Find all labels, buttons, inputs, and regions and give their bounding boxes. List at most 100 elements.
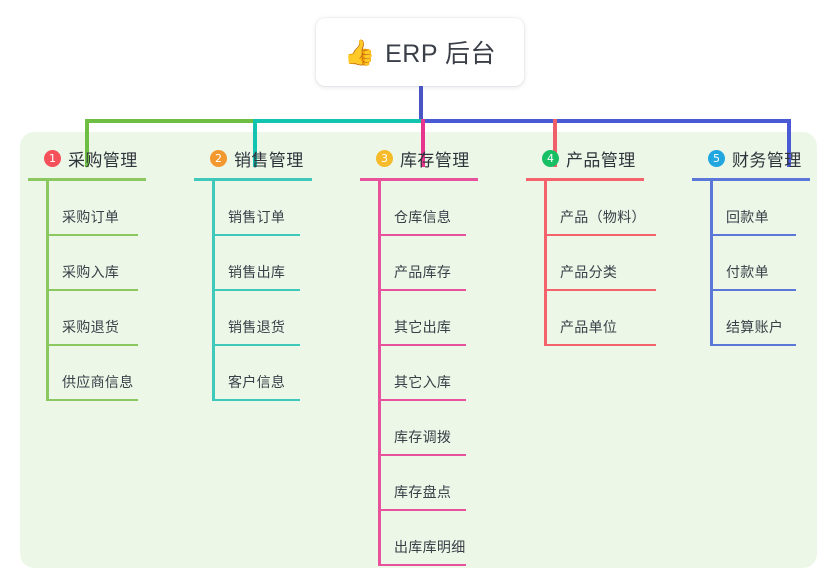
- branch-item[interactable]: 产品（物料）: [544, 181, 656, 236]
- branch-item-label: 销售订单: [228, 209, 286, 225]
- branch-item-underline: [710, 289, 796, 291]
- branch-item-underline: [212, 344, 300, 346]
- branch-item-label: 销售出库: [228, 264, 286, 280]
- branch-item-label: 采购入库: [62, 264, 120, 280]
- branch-item-label: 库存盘点: [394, 484, 452, 500]
- branch-item[interactable]: 库存盘点: [378, 456, 478, 511]
- branch-item[interactable]: 销售订单: [212, 181, 312, 236]
- branch-number-badge: 4: [542, 149, 559, 167]
- branch-item-label: 付款单: [726, 264, 769, 280]
- branch-item-label: 库存调拨: [394, 429, 452, 445]
- branch-item-underline: [212, 289, 300, 291]
- branch-items-inventory: 仓库信息产品库存其它出库其它入库库存调拨库存盘点出库库明细: [360, 181, 478, 566]
- branch-item-label: 产品单位: [560, 319, 618, 335]
- branch-item-underline: [378, 344, 466, 346]
- branch-item-underline: [46, 289, 138, 291]
- branches-panel: [20, 132, 817, 568]
- branch-item-label: 产品（物料）: [560, 209, 646, 225]
- branch-items-product: 产品（物料） 产品分类产品单位: [526, 181, 656, 346]
- branch-item[interactable]: 产品分类: [544, 236, 656, 291]
- branch-item-underline: [544, 234, 656, 236]
- branch-item-label: 销售退货: [228, 319, 286, 335]
- branch-column-sales: 2 销售管理销售订单销售出库销售退货客户信息: [194, 146, 312, 401]
- segment-green: [85, 119, 255, 123]
- branch-item[interactable]: 其它入库: [378, 346, 478, 401]
- drop-branch-3: [421, 119, 425, 167]
- branch-item[interactable]: 采购退货: [46, 291, 146, 346]
- branch-number-badge: 2: [210, 149, 227, 167]
- branch-item-label: 产品库存: [394, 264, 452, 280]
- branch-item[interactable]: 采购订单: [46, 181, 146, 236]
- branch-item-label: 产品分类: [560, 264, 618, 280]
- branch-item-underline: [378, 289, 466, 291]
- branch-header-sales[interactable]: 2 销售管理: [194, 146, 312, 170]
- root-node[interactable]: 👍 ERP 后台: [316, 18, 524, 86]
- root-title: ERP 后台: [385, 40, 497, 68]
- branch-item[interactable]: 出库库明细: [378, 511, 478, 566]
- branch-item-underline: [710, 344, 796, 346]
- branch-item[interactable]: 产品单位: [544, 291, 656, 346]
- branch-item[interactable]: 其它出库: [378, 291, 478, 346]
- branch-item[interactable]: 库存调拨: [378, 401, 478, 456]
- branch-item[interactable]: 客户信息: [212, 346, 312, 401]
- branch-item[interactable]: 采购入库: [46, 236, 146, 291]
- branch-item[interactable]: 仓库信息: [378, 181, 478, 236]
- branch-item-underline: [212, 234, 300, 236]
- branch-underline: [28, 178, 146, 181]
- drop-branch-4: [553, 119, 557, 167]
- branch-item[interactable]: 产品库存: [378, 236, 478, 291]
- branch-spine: [710, 181, 713, 346]
- branch-spine: [212, 181, 215, 401]
- branch-item[interactable]: 销售退货: [212, 291, 312, 346]
- branch-title: 财务管理: [732, 150, 802, 170]
- branch-item-underline: [378, 509, 466, 511]
- branch-item-label: 回款单: [726, 209, 769, 225]
- branch-number-badge: 3: [376, 149, 393, 167]
- branch-underline: [360, 178, 478, 181]
- branch-item-underline: [710, 234, 796, 236]
- branch-items-finance: 回款单付款单结算账户: [692, 181, 810, 346]
- branch-title: 采购管理: [68, 150, 138, 170]
- branch-item-label: 仓库信息: [394, 209, 452, 225]
- branch-item-underline: [378, 564, 466, 566]
- drop-branch-1: [85, 119, 89, 167]
- branch-item-label: 供应商信息: [62, 374, 134, 390]
- branch-item-label: 采购退货: [62, 319, 120, 335]
- branch-item-label: 其它出库: [394, 319, 452, 335]
- branch-item[interactable]: 销售出库: [212, 236, 312, 291]
- branch-item-label: 出库库明细: [394, 539, 466, 555]
- branch-title: 产品管理: [566, 150, 636, 170]
- branch-item[interactable]: 付款单: [710, 236, 810, 291]
- branch-spine: [378, 181, 381, 566]
- drop-branch-5: [787, 119, 791, 167]
- branch-item[interactable]: 供应商信息: [46, 346, 146, 401]
- branch-underline: [526, 178, 644, 181]
- branch-header-product[interactable]: 4 产品管理: [526, 146, 644, 170]
- root-stem-connector: [419, 86, 423, 122]
- branch-item-label: 客户信息: [228, 374, 286, 390]
- thumbs-up-icon: 👍: [343, 38, 376, 67]
- segment-teal: [253, 119, 423, 123]
- branch-item-underline: [212, 399, 300, 401]
- branch-item-underline: [46, 234, 138, 236]
- branch-item-label: 其它入库: [394, 374, 452, 390]
- branch-item-underline: [544, 289, 656, 291]
- branch-item[interactable]: 结算账户: [710, 291, 810, 346]
- branch-item-underline: [378, 399, 466, 401]
- branch-item-label: 结算账户: [726, 319, 784, 335]
- branch-item-underline: [46, 344, 138, 346]
- branch-item-underline: [378, 454, 466, 456]
- branch-item-underline: [46, 399, 138, 401]
- branch-item[interactable]: 回款单: [710, 181, 810, 236]
- branch-underline: [692, 178, 810, 181]
- branch-item-underline: [544, 344, 656, 346]
- branch-title: 销售管理: [234, 150, 304, 170]
- branch-items-sales: 销售订单销售出库销售退货客户信息: [194, 181, 312, 401]
